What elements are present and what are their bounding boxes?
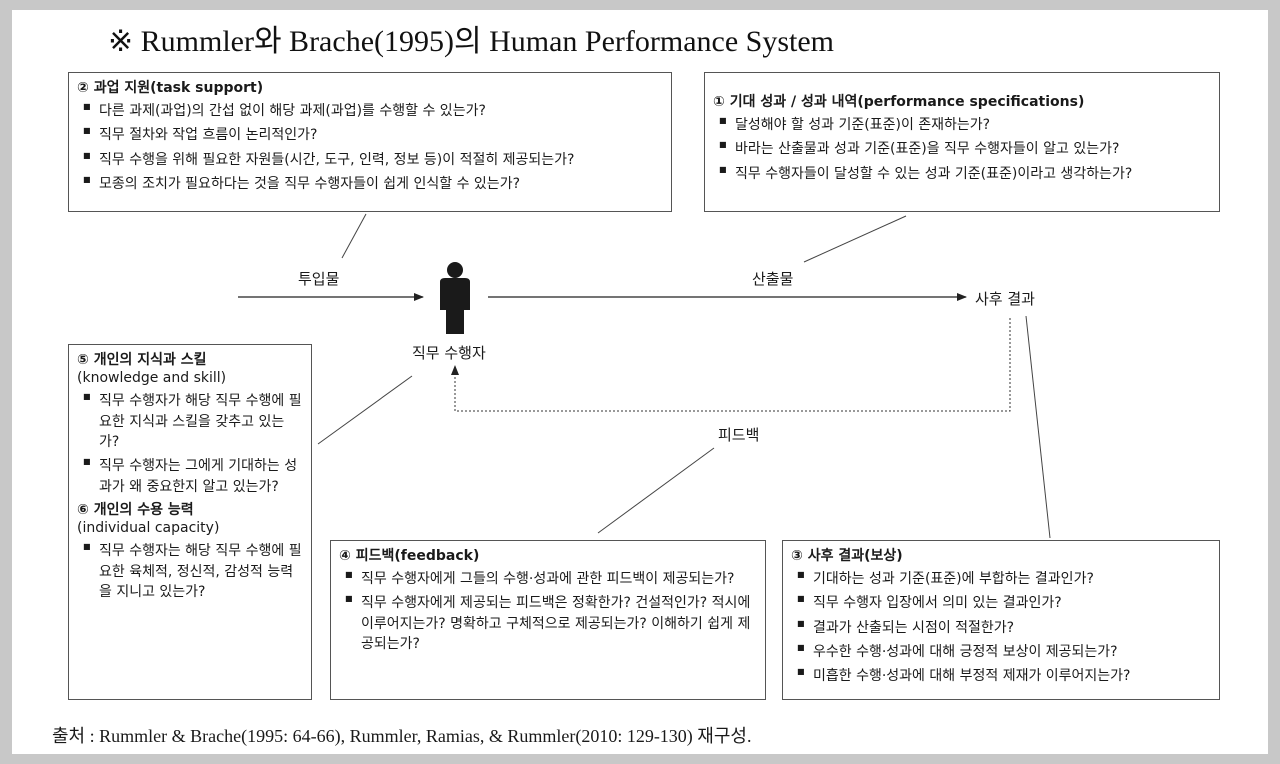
page-title: ※ Rummler와 Brache(1995)의 Human Performan…	[108, 25, 834, 58]
feedback-loop	[451, 318, 1011, 412]
list-item: 직무 절차와 작업 흐름이 논리적인가?	[77, 125, 663, 145]
performer-label: 직무 수행자	[412, 344, 486, 362]
performance-spec-box: ① 기대 성과 / 성과 내역(performance specificatio…	[704, 72, 1220, 212]
list-item: 모종의 조치가 필요하다는 것을 직무 수행자들이 쉽게 인식할 수 있는가?	[77, 174, 663, 194]
list-item: 직무 수행자에게 그들의 수행·성과에 관한 피드백이 제공되는가?	[339, 569, 757, 589]
task-support-box: ② 과업 지원(task support) 다른 과제(과업)의 간섭 없이 해…	[68, 72, 672, 212]
output-label: 산출물	[752, 270, 794, 288]
performance-spec-heading: ① 기대 성과 / 성과 내역(performance specificatio…	[713, 94, 1085, 110]
leader-task-support	[341, 213, 367, 259]
list-item: 직무 수행자 입장에서 의미 있는 결과인가?	[791, 593, 1211, 613]
consequence-label: 사후 결과	[975, 290, 1035, 308]
list-item: 우수한 수행·성과에 대해 긍정적 보상이 제공되는가?	[791, 642, 1211, 662]
list-item: 직무 수행자는 그에게 기대하는 성과가 왜 중요한지 알고 있는가?	[77, 456, 303, 497]
leader-performance-spec	[803, 215, 907, 263]
list-item: 달성해야 할 성과 기준(표준)이 존재하는가?	[713, 115, 1211, 135]
leader-knowledge-skill	[317, 375, 413, 445]
feedback-box: ④ 피드백(feedback) 직무 수행자에게 그들의 수행·성과에 관한 피…	[330, 540, 766, 700]
list-item: 직무 수행자들이 달성할 수 있는 성과 기준(표준)이라고 생각하는가?	[713, 164, 1211, 184]
list-item: 기대하는 성과 기준(표준)에 부합하는 결과인가?	[791, 569, 1211, 589]
capacity-heading: ⑥ 개인의 수용 능력(individual capacity)	[77, 501, 220, 537]
input-label: 투입물	[298, 270, 340, 288]
consequence-heading: ③ 사후 결과(보상)	[791, 548, 903, 564]
task-support-heading: ② 과업 지원(task support)	[77, 80, 264, 96]
leader-feedback	[597, 447, 715, 534]
list-item: 미흡한 수행·성과에 대해 부정적 제재가 이루어지는가?	[791, 666, 1211, 686]
list-item: 직무 수행자에게 제공되는 피드백은 정확한가? 건설적인가? 적시에 이루어지…	[339, 593, 757, 654]
list-item: 바라는 산출물과 성과 기준(표준)을 직무 수행자들이 알고 있는가?	[713, 139, 1211, 159]
performer-person-icon	[440, 262, 470, 334]
list-item: 결과가 산출되는 시점이 적절한가?	[791, 618, 1211, 638]
feedback-label: 피드백	[718, 426, 760, 444]
leader-consequence	[1025, 315, 1051, 539]
source-caption: 출처 : Rummler & Brache(1995: 64-66), Rumm…	[52, 726, 752, 746]
consequence-box: ③ 사후 결과(보상) 기대하는 성과 기준(표준)에 부합하는 결과인가? 직…	[782, 540, 1220, 700]
list-item: 직무 수행자가 해당 직무 수행에 필요한 지식과 스킬을 갖추고 있는가?	[77, 391, 303, 452]
feedback-heading: ④ 피드백(feedback)	[339, 548, 480, 564]
list-item: 직무 수행자는 해당 직무 수행에 필요한 육체적, 정신적, 감성적 능력을 …	[77, 541, 303, 602]
knowledge-skill-heading: ⑤ 개인의 지식과 스킬(knowledge and skill)	[77, 352, 227, 387]
individual-box: ⑤ 개인의 지식과 스킬(knowledge and skill) 직무 수행자…	[68, 344, 312, 700]
list-item: 직무 수행을 위해 필요한 자원들(시간, 도구, 인력, 정보 등)이 적절히…	[77, 150, 663, 170]
list-item: 다른 과제(과업)의 간섭 없이 해당 과제(과업)를 수행할 수 있는가?	[77, 101, 663, 121]
